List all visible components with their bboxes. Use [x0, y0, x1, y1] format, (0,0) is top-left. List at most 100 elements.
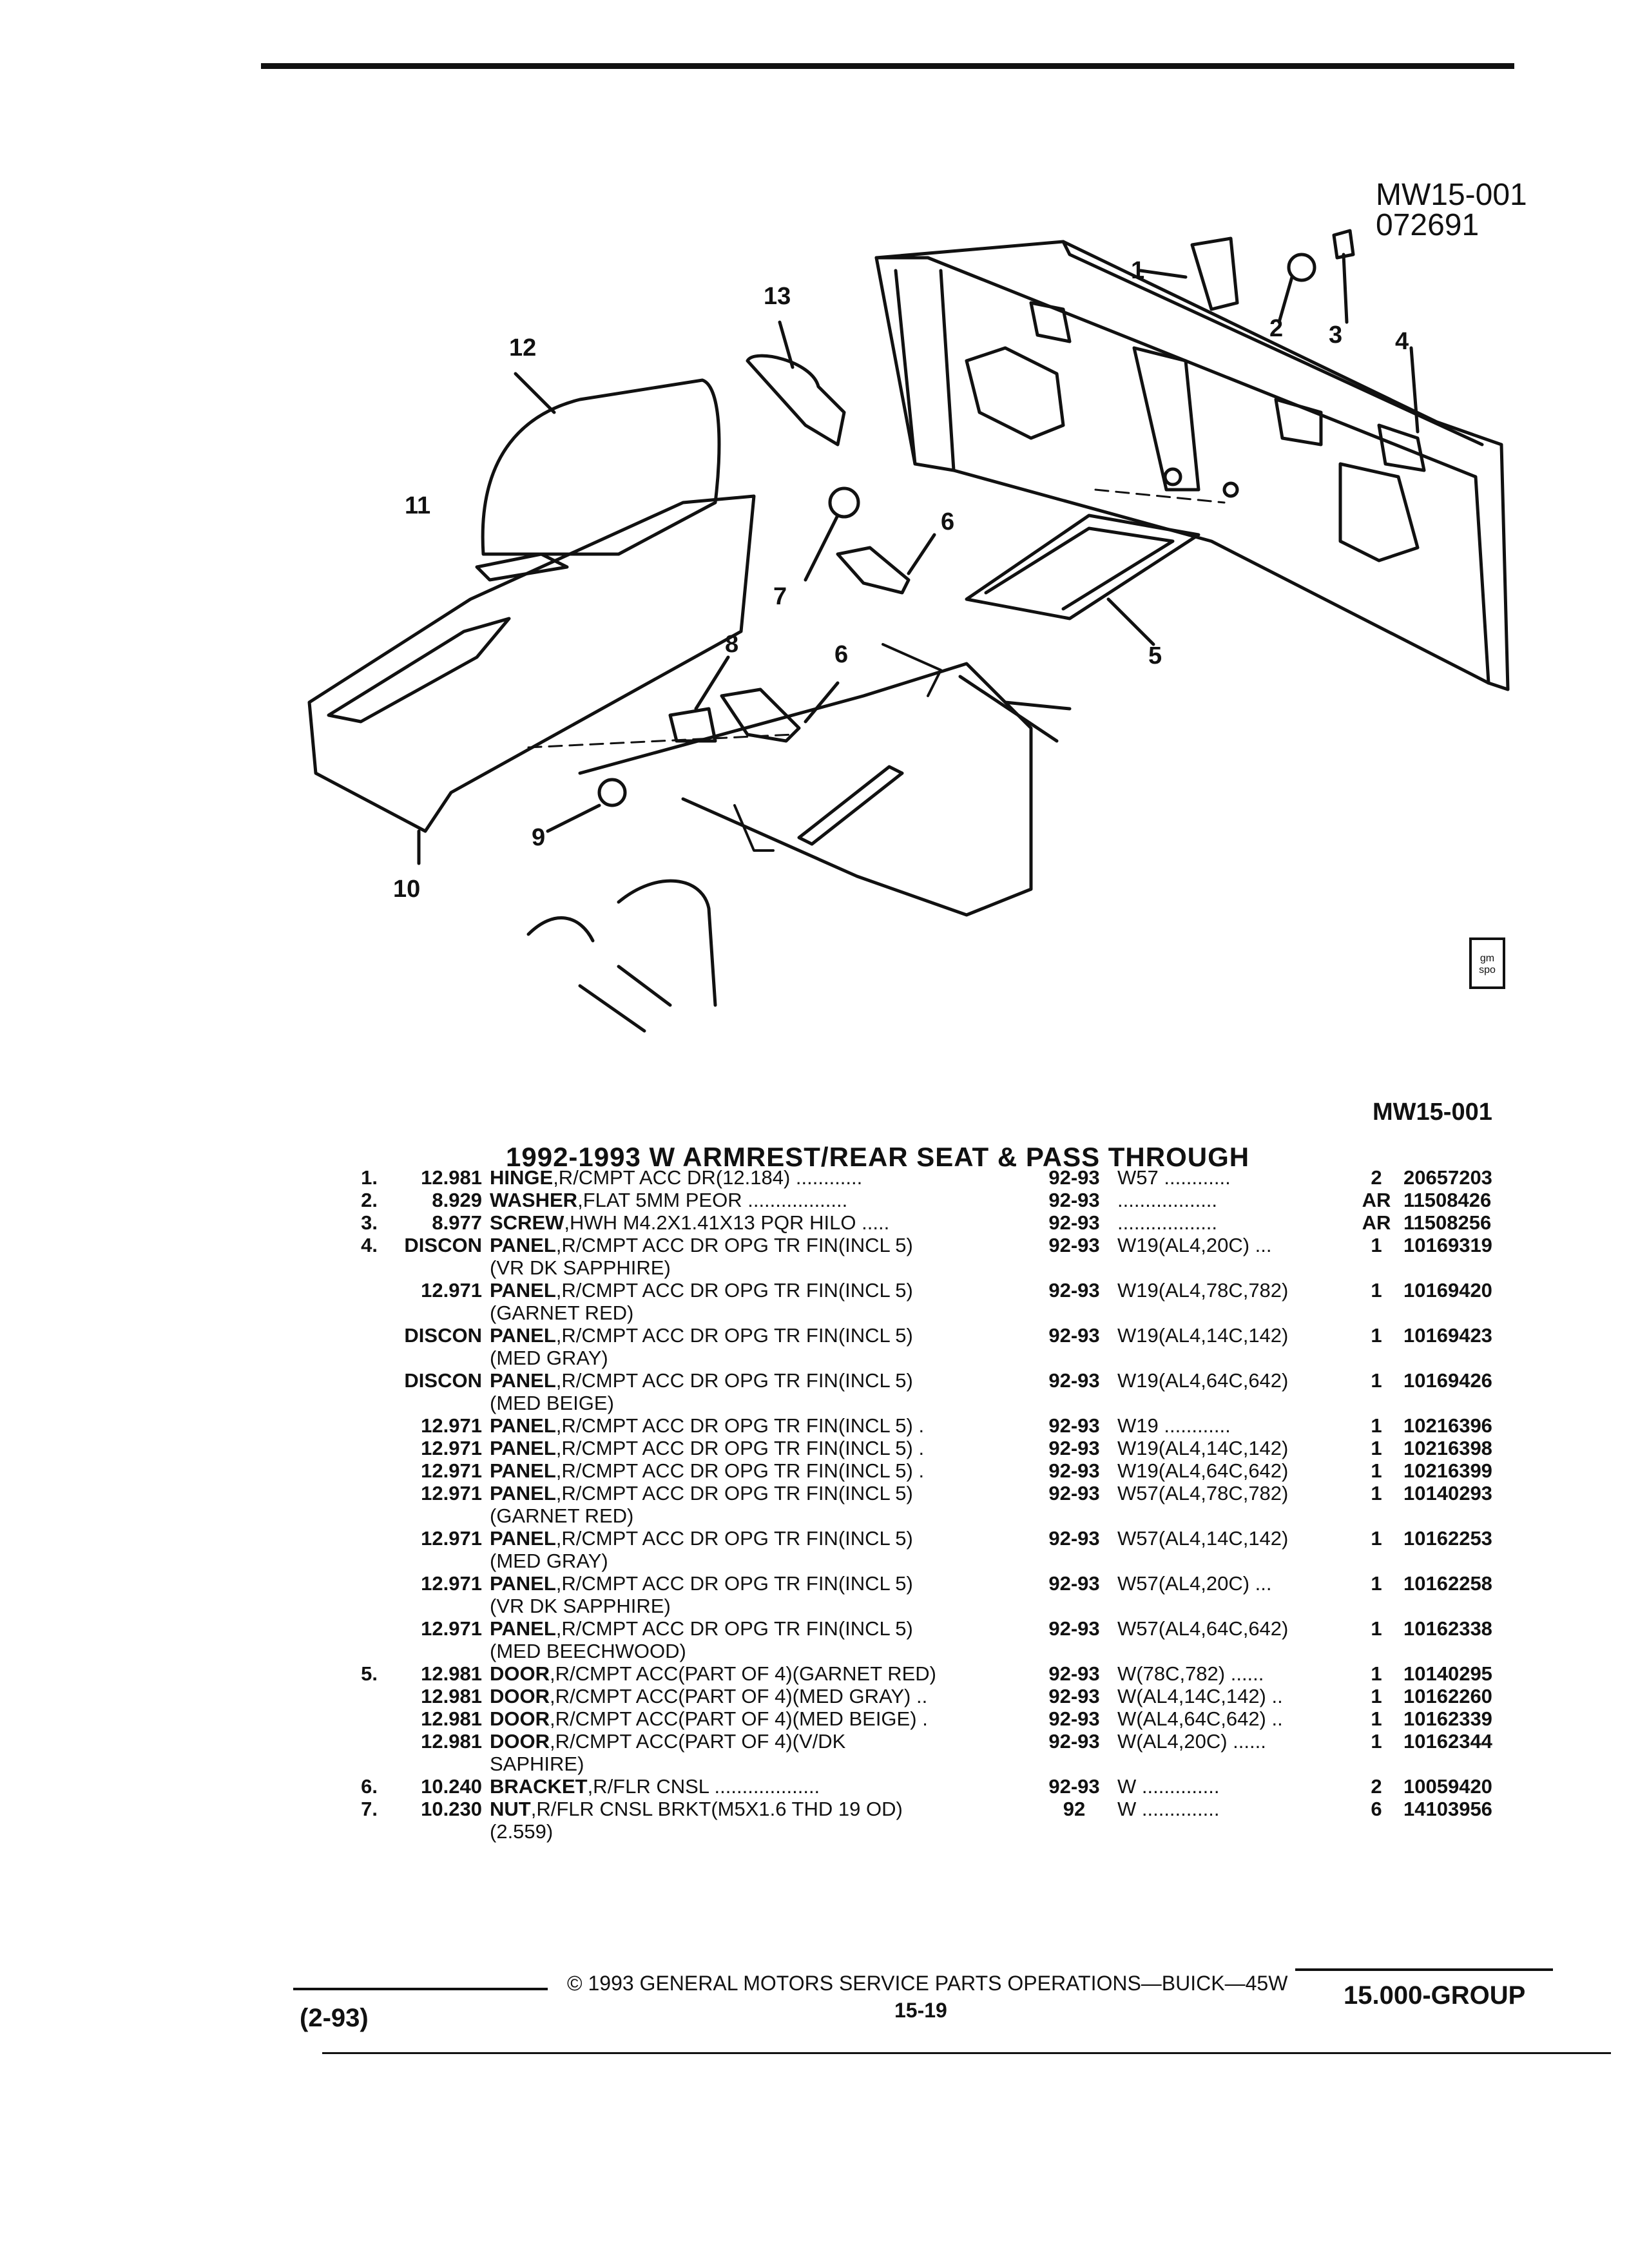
series-code: W19(AL4,14C,142) — [1117, 1324, 1289, 1347]
quantity: 1 — [1371, 1324, 1382, 1347]
footer-rule-left — [293, 1988, 548, 1990]
part-detail: ,R/CMPT ACC DR OPG TR FIN(INCL 5) — [555, 1617, 913, 1640]
quantity: 1 — [1371, 1279, 1382, 1302]
part-detail: ,R/FLR CNSL — [587, 1775, 709, 1798]
part-detail: SAPHIRE) — [490, 1753, 584, 1775]
gm-spo-badge-icon: gm spo — [1469, 937, 1505, 989]
nut-illustration — [828, 486, 860, 519]
group-number: 15.000-GROUP — [1344, 1981, 1526, 2010]
class-code — [381, 1595, 486, 1617]
part-name: DOOR — [490, 1730, 550, 1753]
part-number — [1400, 1392, 1536, 1414]
part-description: PANEL,R/CMPT ACC DR OPG TR FIN(INCL 5) — [486, 1369, 1035, 1392]
part-number: 11508426 — [1403, 1189, 1492, 1211]
quantity: 1 — [1371, 1685, 1382, 1707]
clip-illustration — [668, 707, 717, 743]
model-years: 92-93 — [1048, 1572, 1100, 1595]
model-years: 92-93 — [1048, 1482, 1100, 1504]
model-years — [1035, 1550, 1113, 1572]
callout-10: 10 — [393, 876, 420, 903]
armrest-illustration — [481, 378, 721, 556]
part-number: 10162338 — [1403, 1617, 1492, 1640]
part-detail: ,FLAT 5MM PEOR — [577, 1189, 742, 1211]
part-number: 10169423 — [1403, 1324, 1492, 1347]
series-code: W57(AL4,14C,142) — [1117, 1527, 1289, 1550]
class-code: 12.971 — [421, 1414, 482, 1437]
model-years — [1035, 1302, 1113, 1324]
class-code: 12.971 — [421, 1279, 482, 1302]
model-years: 92-93 — [1048, 1775, 1100, 1798]
part-number: 10162258 — [1403, 1572, 1492, 1595]
series-code: W19(AL4,14C,142) — [1117, 1437, 1289, 1459]
item-number: 1. — [361, 1166, 378, 1189]
part-name: PANEL — [490, 1482, 556, 1504]
series-code — [1113, 1256, 1353, 1279]
part-detail: ,R/CMPT ACC(PART OF 4)(V/DK — [550, 1730, 846, 1753]
class-code: 12.971 — [421, 1437, 482, 1459]
part-detail: ,R/CMPT ACC DR OPG TR FIN(INCL 5) — [555, 1234, 913, 1256]
model-years: 92-93 — [1048, 1189, 1100, 1211]
class-code: 10.230 — [421, 1798, 482, 1820]
series-code — [1113, 1347, 1353, 1369]
series-code: W57(AL4,78C,782) — [1117, 1482, 1289, 1504]
quantity — [1353, 1550, 1400, 1572]
class-code: 12.981 — [421, 1166, 482, 1189]
table-row: (MED BEIGE) — [335, 1392, 1536, 1414]
part-number: 10162339 — [1403, 1707, 1492, 1730]
part-name: DOOR — [490, 1662, 550, 1685]
part-description: NUT,R/FLR CNSL BRKT(M5X1.6 THD 19 OD) — [486, 1798, 1035, 1820]
item-number — [335, 1347, 381, 1369]
part-description: BRACKET,R/FLR CNSL ................... — [486, 1775, 1035, 1798]
model-years: 92-93 — [1048, 1369, 1100, 1392]
part-description: PANEL,R/CMPT ACC DR OPG TR FIN(INCL 5) . — [486, 1459, 1035, 1482]
callout-6b: 6 — [834, 641, 848, 668]
callout-2: 2 — [1269, 315, 1283, 342]
series-code — [1113, 1504, 1353, 1527]
model-years: 92-93 — [1048, 1459, 1100, 1482]
class-code — [381, 1256, 486, 1279]
part-name: PANEL — [490, 1369, 556, 1392]
leader-dots: . — [922, 1707, 928, 1730]
part-detail: (VR DK SAPPHIRE) — [490, 1256, 671, 1279]
class-code — [381, 1753, 486, 1775]
quantity — [1353, 1595, 1400, 1617]
model-years: 92 — [1063, 1798, 1086, 1820]
quantity — [1353, 1256, 1400, 1279]
item-number: 7. — [361, 1798, 378, 1820]
part-name: PANEL — [490, 1459, 556, 1482]
table-row: (GARNET RED) — [335, 1302, 1536, 1324]
page-number: 15-19 — [894, 1999, 947, 2022]
class-code — [381, 1550, 486, 1572]
item-number — [335, 1392, 381, 1414]
quantity: 1 — [1371, 1662, 1382, 1685]
callout-4: 4 — [1395, 328, 1409, 355]
part-description: PANEL,R/CMPT ACC DR OPG TR FIN(INCL 5) — [486, 1527, 1035, 1550]
class-code: 12.971 — [421, 1459, 482, 1482]
part-number — [1400, 1504, 1536, 1527]
table-row: (2.559) — [335, 1820, 1536, 1843]
class-code: 8.977 — [432, 1211, 482, 1234]
leader-dots: ............ — [795, 1166, 863, 1189]
part-name: PANEL — [490, 1437, 556, 1459]
part-name: HINGE — [490, 1166, 554, 1189]
class-code: 12.971 — [421, 1572, 482, 1595]
part-description: PANEL,R/CMPT ACC DR OPG TR FIN(INCL 5) — [486, 1234, 1035, 1256]
part-detail: (GARNET RED) — [490, 1302, 634, 1324]
item-number — [335, 1369, 381, 1392]
part-detail: ,R/CMPT ACC DR OPG TR FIN(INCL 5) — [555, 1324, 913, 1347]
part-name: PANEL — [490, 1324, 556, 1347]
part-name: PANEL — [490, 1414, 556, 1437]
series-code: W(78C,782) ...... — [1117, 1662, 1264, 1685]
item-number — [335, 1459, 381, 1482]
part-detail: ,R/CMPT ACC DR OPG TR FIN(INCL 5) — [555, 1279, 913, 1302]
item-number — [335, 1279, 381, 1302]
model-years — [1035, 1347, 1113, 1369]
quantity: 1 — [1371, 1527, 1382, 1550]
callout-13: 13 — [764, 283, 791, 310]
callout-3: 3 — [1329, 322, 1342, 349]
model-years — [1035, 1392, 1113, 1414]
